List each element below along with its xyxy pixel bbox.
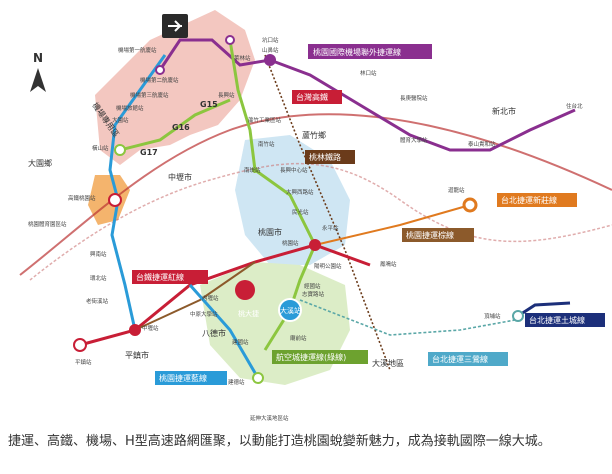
- svg-text:體育大學站: 體育大學站: [400, 136, 428, 144]
- region-newtaipei: 新北市: [492, 106, 516, 116]
- svg-text:機場第二航廈站: 機場第二航廈站: [140, 76, 179, 84]
- caption: 捷運、高鐵、機場、H型高速路網匯聚，以動能打造桃園蛻變新魅力，成為接軌國際一線大…: [8, 434, 551, 449]
- svg-text:志寶路站: 志寶路站: [302, 290, 325, 298]
- sanying-line: [299, 299, 516, 336]
- g17-label: G17: [140, 148, 158, 157]
- svg-text:南崁站: 南崁站: [244, 166, 261, 174]
- svg-text:蘆竹工業區站: 蘆竹工業區站: [248, 116, 282, 124]
- svg-text:中原大學站: 中原大學站: [190, 310, 218, 318]
- label-taolin: 桃林鐵路: [309, 152, 341, 162]
- label-xinzhuang: 台北捷運新莊線: [501, 195, 557, 205]
- region-daxi: 大溪地區: [372, 358, 404, 368]
- svg-text:廟前站: 廟前站: [290, 334, 307, 342]
- airport-zone: [95, 10, 255, 165]
- svg-text:興南站: 興南站: [90, 250, 107, 258]
- svg-text:大園站: 大園站: [112, 116, 129, 124]
- region-dayuan: 大園鄉: [28, 158, 52, 168]
- region-pingzhen: 平鎮市: [125, 350, 149, 360]
- svg-text:林口站: 林口站: [360, 69, 377, 77]
- label-daxi-circle: 桃大捷: [238, 309, 259, 318]
- region-luzhu: 蘆竹鄉: [302, 130, 326, 140]
- xinzhuang-line: [314, 204, 471, 246]
- label-sanying: 台北捷運三鶯線: [432, 354, 488, 364]
- svg-text:迴龍站: 迴龍站: [448, 186, 465, 194]
- red-line: [79, 243, 371, 347]
- svg-text:機場第三航廈站: 機場第三航廈站: [130, 91, 169, 99]
- svg-text:鳳鳴站: 鳳鳴站: [380, 260, 397, 268]
- svg-text:中壢站: 中壢站: [142, 324, 159, 332]
- svg-text:頂埔站: 頂埔站: [484, 312, 501, 320]
- svg-text:大興西路站: 大興西路站: [286, 188, 314, 196]
- svg-text:建國站: 建國站: [232, 338, 249, 346]
- label-tucheng: 台北捷運土城線: [529, 315, 585, 325]
- g16-label: G16: [172, 123, 190, 132]
- svg-text:環北站: 環北站: [90, 274, 107, 282]
- svg-text:建德站: 建德站: [228, 378, 245, 386]
- label-red: 台鐵捷運紅線: [136, 272, 184, 282]
- svg-text:山鼻站: 山鼻站: [262, 46, 279, 54]
- taolin-line: [264, 54, 391, 371]
- svg-text:長興站: 長興站: [218, 91, 235, 99]
- svg-text:泰山貴和站: 泰山貴和站: [468, 140, 496, 148]
- blue-line: [108, 54, 167, 331]
- svg-text:長庚醫院站: 長庚醫院站: [400, 94, 428, 102]
- region-bade: 八德市: [202, 328, 226, 338]
- svg-text:桃園站: 桃園站: [282, 239, 299, 247]
- svg-text:萊林站: 萊林站: [234, 54, 251, 62]
- svg-text:桃園體育園區站: 桃園體育園區站: [28, 220, 67, 228]
- label-hsr: 台灣高鐵: [296, 92, 328, 102]
- svg-text:高鐵桃園站: 高鐵桃園站: [68, 194, 96, 202]
- station-names: 機場第一航廈站 機場第二航廈站 機場第三航廈站 機場旅館站 大園站 橫山站 高鐵…: [28, 36, 583, 422]
- svg-text:經國站: 經國站: [304, 282, 321, 290]
- brown-line: [134, 261, 256, 331]
- station-markers: [73, 35, 524, 384]
- svg-text:機場旅館站: 機場旅館站: [116, 104, 144, 112]
- svg-text:坑口站: 坑口站: [262, 36, 279, 44]
- g-labels: G15 G16 G17: [140, 100, 218, 157]
- hsr-line: [19, 113, 612, 276]
- svg-text:平鎮站: 平鎮站: [75, 358, 92, 366]
- svg-text:永平站: 永平站: [322, 224, 339, 232]
- g15-label: G15: [200, 100, 218, 109]
- label-taoda-circle: 大溪站: [280, 306, 301, 315]
- label-blue: 桃園捷運藍線: [159, 373, 207, 383]
- svg-text:長興中心站: 長興中心站: [280, 166, 308, 174]
- region-taoyuan: 桃園市: [258, 227, 282, 237]
- svg-text:老街溪站: 老街溪站: [86, 297, 109, 305]
- svg-text:住台北: 住台北: [566, 102, 583, 110]
- region-zhongli: 中壢市: [168, 172, 192, 182]
- svg-text:橫山站: 橫山站: [92, 144, 109, 152]
- north-arrow: N: [30, 51, 46, 92]
- north-letter: N: [33, 51, 43, 65]
- label-airport-mrt: 桃園國際機場聯外捷運線: [313, 47, 401, 57]
- svg-text:民光站: 民光站: [292, 208, 309, 216]
- blue-branch: [188, 284, 260, 379]
- svg-text:內壢站: 內壢站: [202, 294, 219, 302]
- svg-text:機場第一航廈站: 機場第一航廈站: [118, 46, 157, 54]
- tucheng-line: [517, 301, 571, 318]
- svg-text:南竹站: 南竹站: [258, 140, 275, 148]
- airplane-icon: [162, 14, 188, 38]
- svg-text:陽明公園站: 陽明公園站: [314, 262, 342, 270]
- label-green: 航空城捷運線(綠線): [276, 352, 346, 362]
- label-brown: 桃園捷運棕線: [406, 230, 454, 240]
- line-label-boxes: 桃園國際機場聯外捷運線 台灣高鐵 桃林鐵路 台北捷運新莊線 桃園捷運棕線 台鐵捷…: [132, 44, 605, 385]
- svg-text:延伸大溪地區站: 延伸大溪地區站: [250, 414, 289, 422]
- green-branch: [119, 98, 231, 152]
